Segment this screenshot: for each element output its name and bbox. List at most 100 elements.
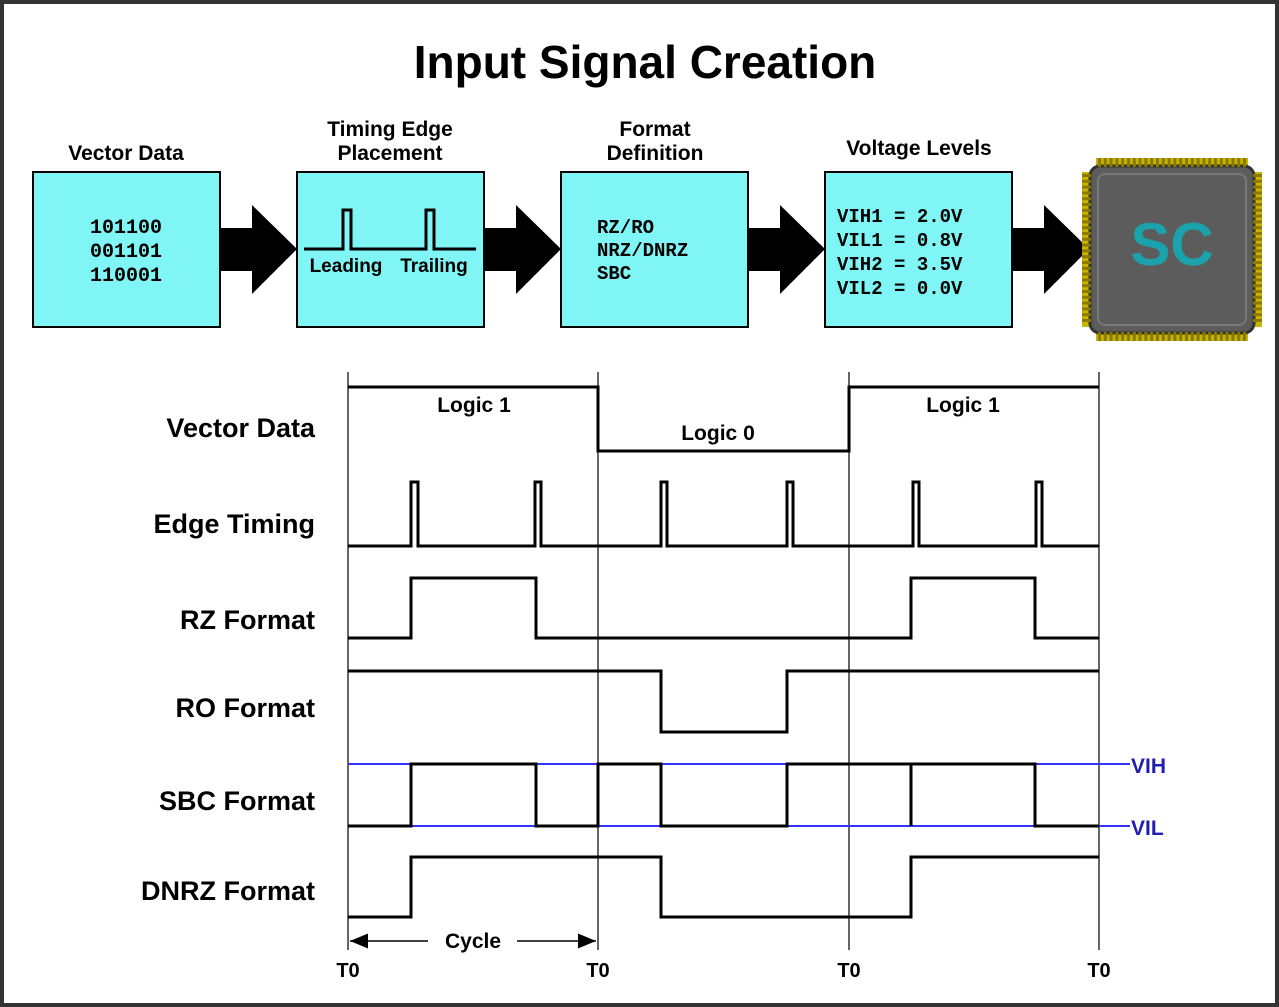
timing-leading-label: Leading — [310, 256, 383, 277]
chip-pin — [1253, 295, 1262, 299]
flow-arrow-icon — [748, 205, 825, 294]
flow-arrow-icon — [484, 205, 561, 294]
stage-label-format-line1: Format — [619, 118, 690, 141]
chip-pin — [1214, 332, 1217, 341]
chip-pin — [1082, 191, 1091, 195]
chip-pin — [1082, 295, 1091, 299]
vil-label: VIL — [1131, 817, 1164, 840]
chip-pin — [1231, 332, 1235, 341]
chip-pin — [1253, 232, 1262, 235]
chip-pin — [1253, 237, 1262, 241]
chip-bevel — [1097, 173, 1247, 326]
logic-label: Logic 0 — [681, 422, 755, 445]
stage-label-timing-line2: Placement — [337, 142, 442, 165]
chip-pin — [1138, 158, 1142, 167]
stage-box-voltage — [824, 171, 1013, 328]
cycle-label: Cycle — [445, 930, 501, 953]
chip-pin — [1082, 290, 1091, 293]
chip-pin — [1202, 158, 1206, 167]
chip-pin — [1161, 158, 1165, 167]
chip-pin — [1173, 158, 1177, 167]
row-label-sbc-format: SBC Format — [159, 786, 315, 816]
chip-pin — [1225, 332, 1229, 341]
page-title: Input Signal Creation — [414, 36, 877, 88]
voltage-line: VIL2 = 0.0V — [837, 278, 963, 300]
chip-pin — [1214, 158, 1217, 167]
chip-pin — [1132, 332, 1136, 341]
chip-pin — [1179, 158, 1183, 167]
stage-label-voltage-levels: Voltage Levels — [846, 137, 992, 160]
chip-pin — [1144, 332, 1148, 341]
vector-data-waveform — [348, 385, 1099, 453]
chip-pin — [1150, 332, 1154, 341]
vector-data-row: 001101 — [90, 241, 162, 264]
vih-label: VIH — [1131, 755, 1166, 778]
chip-pin — [1253, 203, 1262, 206]
chip-pin — [1237, 332, 1241, 341]
chip-pin — [1082, 243, 1091, 247]
chip-pin — [1103, 158, 1107, 167]
edge-timing-waveform — [348, 480, 1099, 548]
chip-pin — [1082, 301, 1091, 305]
chip-pin — [1144, 158, 1148, 167]
chip-pin — [1150, 158, 1154, 167]
chip-pin — [1082, 237, 1091, 241]
chip-pin — [1253, 174, 1262, 177]
stage-label-vector-data: Vector Data — [68, 142, 184, 165]
chip-pin — [1082, 278, 1091, 282]
chip-pin — [1115, 332, 1119, 341]
chip-pin — [1082, 232, 1091, 235]
time-label-t0: T0 — [336, 960, 359, 982]
chip-pin — [1243, 332, 1246, 341]
chip-pin — [1253, 278, 1262, 282]
sbc-format-waveform — [348, 762, 1099, 828]
chip-pin — [1253, 185, 1262, 189]
chip-pin — [1253, 255, 1262, 259]
flow-arrow-icon — [220, 205, 297, 294]
chip-pin — [1082, 179, 1091, 183]
chip-pin — [1179, 332, 1183, 341]
ic-chip-icon: SC — [1082, 158, 1262, 341]
chip-pin — [1190, 158, 1194, 167]
chip-pin — [1253, 226, 1262, 230]
chip-pin — [1253, 261, 1262, 264]
chip-pin — [1208, 332, 1212, 341]
chip-pin — [1253, 266, 1262, 270]
row-label-rz-format: RZ Format — [180, 605, 315, 635]
chip-pin — [1082, 214, 1091, 218]
chip-pin — [1121, 332, 1125, 341]
format-line: NRZ/DNRZ — [597, 240, 688, 262]
voltage-line: VIH2 = 3.5V — [837, 254, 963, 276]
timing-trailing-label: Trailing — [400, 256, 468, 277]
chip-pin — [1082, 220, 1091, 224]
chip-pin — [1167, 332, 1171, 341]
chip-pin — [1156, 158, 1159, 167]
chip-pin — [1243, 158, 1246, 167]
voltage-line: VIL1 = 0.8V — [837, 230, 963, 252]
chip-pin — [1231, 158, 1235, 167]
chip-pin — [1253, 197, 1262, 201]
chip-pin — [1196, 158, 1200, 167]
row-label-ro-format: RO Format — [175, 693, 315, 723]
chip-pin — [1082, 284, 1091, 288]
chip-pin — [1253, 319, 1262, 322]
row-label-edge-timing: Edge Timing — [153, 509, 315, 539]
dnrz-format-waveform — [348, 855, 1099, 919]
chip-logo: SC — [1130, 211, 1213, 278]
chip-pin — [1253, 208, 1262, 212]
vector-data-row: 101100 — [90, 217, 162, 240]
chip-pin — [1082, 261, 1091, 264]
chip-pins-top — [1096, 158, 1248, 167]
chip-pin — [1082, 249, 1091, 253]
stage-box-vector-data — [32, 171, 221, 328]
chip-pin — [1253, 301, 1262, 305]
row-label-vector-data: Vector Data — [166, 413, 316, 443]
format-line: SBC — [597, 263, 631, 285]
chip-pin — [1185, 158, 1188, 167]
chip-pin — [1253, 179, 1262, 183]
timing-pulse-graphic — [304, 208, 476, 251]
chip-pin — [1098, 158, 1101, 167]
chip-pin — [1208, 158, 1212, 167]
